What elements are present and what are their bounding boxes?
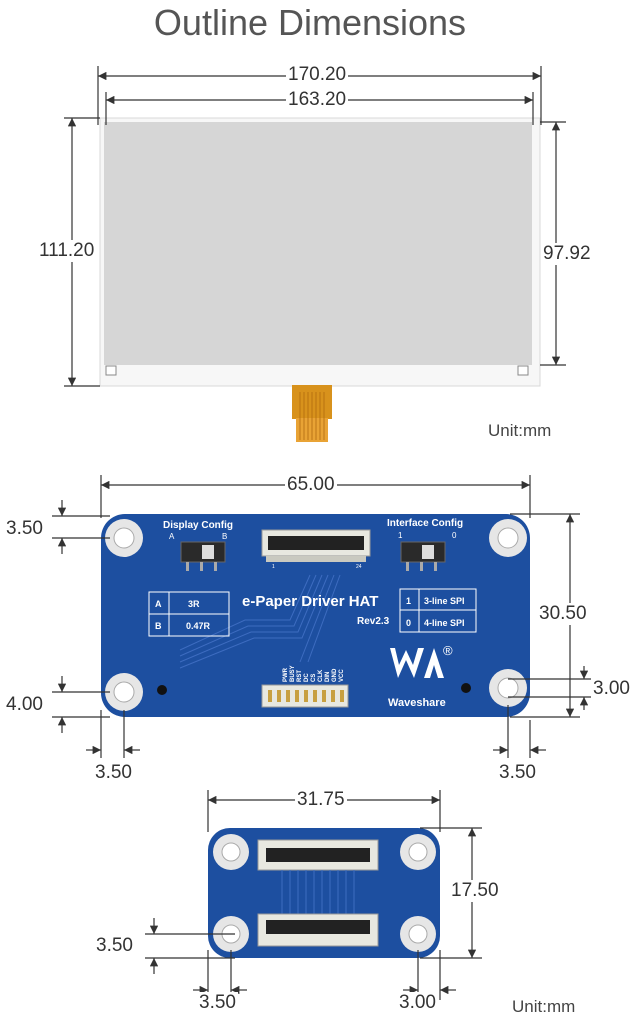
pin-label: PWR [283,667,289,682]
switch-label-a: A [169,532,175,541]
interface-config-label: Interface Config [387,518,463,529]
adapter-connector-slot [266,920,370,934]
pin-label: CS [311,674,317,682]
display-active-width-label: 163.20 [286,89,349,111]
mounting-hole [489,519,527,557]
display-corner-mark [517,365,529,376]
interface-config-switch [400,541,446,571]
pin-labels: PWR BUSY RST DC CS CLK DIN GND VCC [283,665,345,682]
mounting-hole [400,916,436,952]
via-hole [157,685,167,695]
table-left-key-2: B [155,621,162,631]
pin-label: RST [297,670,303,682]
adapter-traces [281,870,355,914]
display-outer-width-label: 170.20 [286,64,349,86]
fpc-pin-1-label: 1 [272,564,275,570]
adapter-hole-left-label: 3.50 [197,992,238,1014]
pin-label: BUSY [290,665,296,682]
hat-hole-top-label: 3.50 [4,518,45,540]
brand-name: Waveshare [388,697,446,709]
pin-label: DC [304,673,310,682]
epaper-display [99,117,541,442]
adapter-dimensions [145,790,482,1000]
driver-hat-board: Display Config A B Interface Config 1 0 … [101,514,530,717]
hat-width-label: 65.00 [285,474,337,496]
registered-mark: ® [443,643,453,658]
hat-hole-bottom-label: 4.00 [4,694,45,716]
display-active-area [104,122,532,365]
config-table-right [399,588,477,633]
via-hole [461,683,471,693]
hat-height-label: 30.50 [537,603,589,625]
config-table-left [148,591,230,637]
pin-label: GND [332,668,338,682]
pin-label: DIN [325,672,331,682]
display-unit-label: Unit:mm [488,421,552,440]
display-config-label: Display Config [163,520,233,531]
fpc-pin-24-label: 24 [356,564,362,570]
display-config-switch [180,541,226,571]
adapter-hole-right-label: 3.00 [397,992,438,1014]
hat-hole-right-label: 3.50 [497,762,538,784]
table-right-value-1: 3-line SPI [424,596,465,606]
switch-label-1: 1 [398,531,403,540]
switch-label-0: 0 [452,531,457,540]
table-right-key-2: 0 [406,618,411,628]
adapter-board [208,828,440,958]
board-revision: Rev2.3 [357,616,390,627]
table-right-value-2: 4-line SPI [424,618,465,628]
mounting-hole [400,834,436,870]
mounting-hole [489,669,527,707]
adapter-width-label: 31.75 [295,789,347,811]
adapter-connector-slot [266,848,370,862]
page-title: Outline Dimensions [153,2,467,43]
pcb-traces [179,574,341,669]
fpc-connector-slot [268,536,364,550]
display-active-height-label: 97.92 [541,243,593,265]
table-right-key-1: 1 [406,596,411,606]
switch-label-b: B [222,532,227,541]
adapter-unit-label: Unit:mm [512,997,576,1016]
adapter-hole-bottom-label: 3.50 [94,935,135,957]
waveshare-logo-icon [390,648,444,678]
fpc-traces [299,392,325,440]
adapter-height-label: 17.50 [449,880,501,902]
mounting-hole [105,673,143,711]
pin-label: VCC [339,669,345,682]
hat-hole-right-vertical-label: 3.00 [591,678,632,700]
fpc-connector-base [266,556,366,562]
table-left-key-1: A [155,599,162,609]
display-outer-height-label: 111.20 [37,240,97,262]
table-left-value-2: 0.47R [186,621,211,631]
mounting-hole [213,834,249,870]
hat-hole-left-label: 3.50 [93,762,134,784]
display-corner-mark [105,365,117,376]
pin-label: CLK [318,669,324,682]
mounting-hole [105,519,143,557]
board-name: e-Paper Driver HAT [242,593,378,610]
table-left-value-1: 3R [188,599,200,609]
pin-header-contacts [268,690,344,702]
